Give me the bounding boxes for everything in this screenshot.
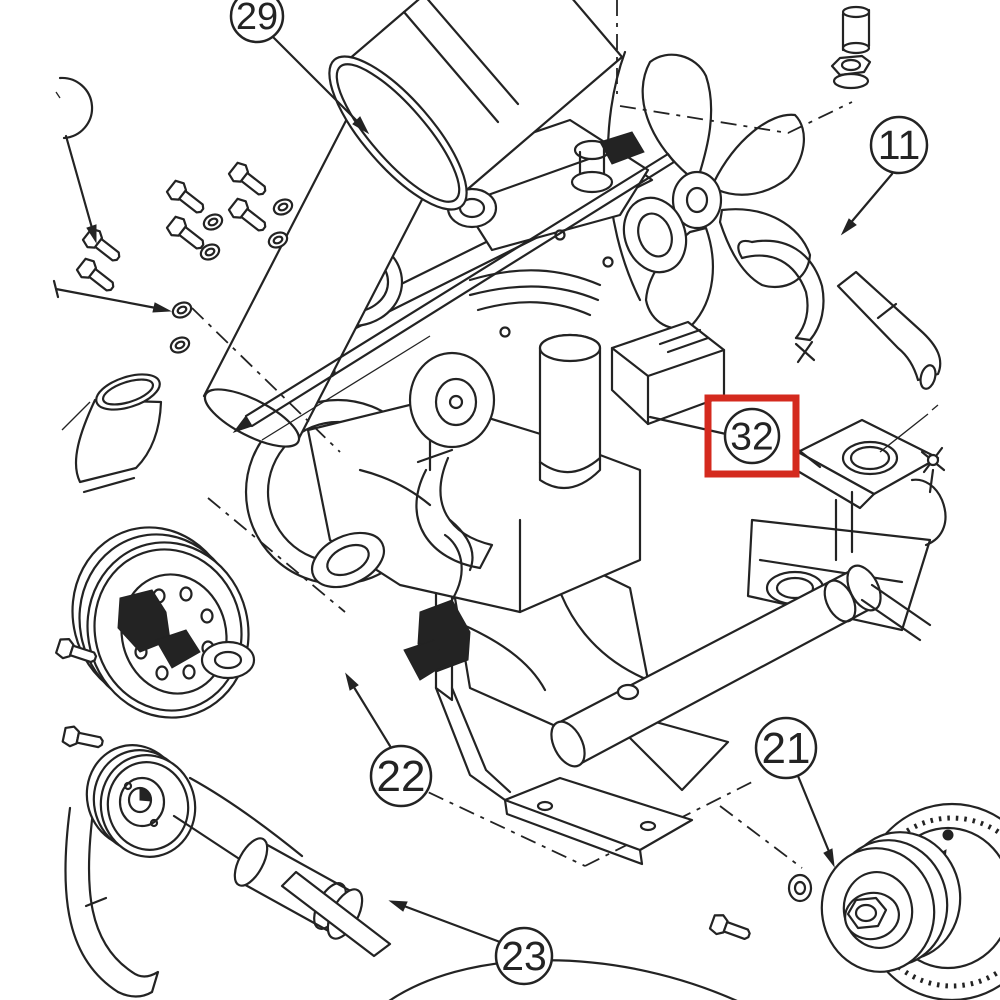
upper-radiator-hose: [738, 241, 823, 362]
engine-block: [118, 120, 724, 680]
bolt: [707, 911, 754, 946]
callout-23[interactable]: 23: [496, 928, 552, 984]
callout-circle[interactable]: [756, 718, 816, 778]
callout-number: 11: [878, 122, 921, 168]
callout-22[interactable]: 22: [371, 746, 431, 806]
callout-circle[interactable]: [231, 0, 283, 42]
callout-number: 23: [501, 933, 547, 979]
idler-pulley: [77, 736, 204, 865]
leader-29: [272, 36, 358, 122]
construction-dashes-bottom: [398, 778, 802, 868]
alternator: [812, 804, 1000, 1000]
engine-mount-bracket: [796, 405, 944, 560]
flywheel-screen-arc: [382, 960, 748, 1000]
leader-22: [352, 684, 390, 746]
left-fittings: [118, 590, 254, 678]
coolant-elbow-pipe: [62, 368, 164, 492]
alternator-hardware: [789, 875, 811, 901]
callout-32[interactable]: 32: [725, 409, 779, 463]
callout-number: 32: [730, 416, 773, 459]
construction-dashes-top: [192, 0, 852, 612]
leader-32: [650, 417, 820, 467]
air-cleaner-canister: [197, 0, 622, 458]
bolt: [60, 723, 106, 754]
callout-number: 29: [236, 0, 278, 38]
callout-11[interactable]: 11: [871, 117, 927, 173]
callout-29[interactable]: 29: [231, 0, 283, 42]
wiring-connector: [404, 535, 470, 680]
callout-number: 21: [762, 724, 811, 773]
callout-circle[interactable]: [871, 117, 927, 173]
callout-layer: 29 11 32 22 21 23: [231, 0, 927, 984]
support-rod: [234, 154, 674, 440]
callout-circle[interactable]: [371, 746, 431, 806]
highlight-box: [708, 398, 796, 474]
leader-21: [798, 776, 830, 854]
callout-number: 22: [377, 752, 426, 801]
belt-tensioner: [228, 833, 390, 956]
hose-clamp: [922, 448, 944, 492]
callout-21[interactable]: 21: [756, 718, 816, 778]
callout-circle[interactable]: [496, 928, 552, 984]
leader-partial: [66, 136, 92, 228]
spacer-bushing: [843, 7, 869, 53]
v-belt: [65, 804, 158, 997]
hex-nut: [832, 56, 870, 88]
leader-11: [848, 174, 892, 226]
elbow-tube: [838, 272, 940, 390]
leader-lines: [54, 36, 892, 942]
cooling-fan: [608, 52, 810, 328]
leader-washer: [54, 281, 156, 308]
leader-23: [404, 906, 500, 942]
callout-circle[interactable]: [725, 409, 779, 463]
partial-callout-circle: [60, 78, 92, 138]
